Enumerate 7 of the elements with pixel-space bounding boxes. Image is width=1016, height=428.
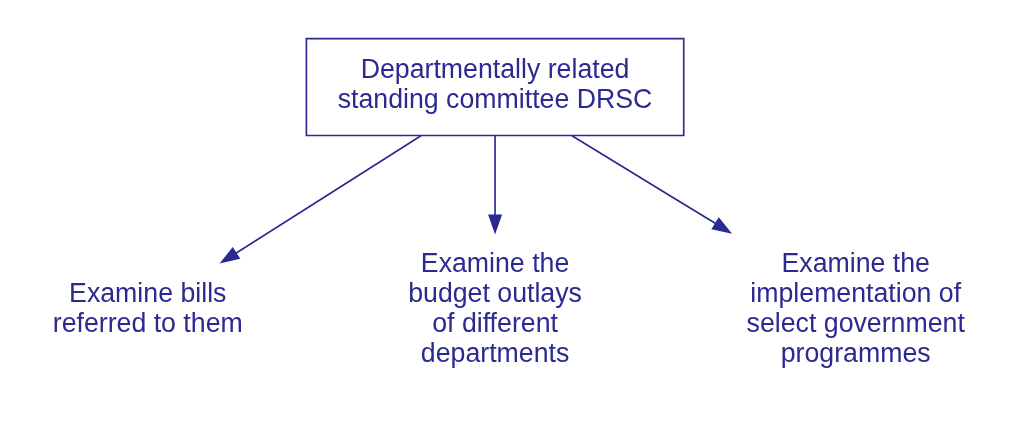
arrow	[219, 134, 422, 264]
arrow	[571, 134, 733, 234]
node-text: Examine the implementation of select government programmes	[746, 248, 965, 369]
arrow	[488, 135, 503, 235]
node-text: Examine the budget outlays of different departments	[408, 248, 582, 369]
node-box: Departmentally related standing committee DRSC	[305, 37, 685, 137]
node-text: Examine bills referred to them	[52, 278, 243, 339]
